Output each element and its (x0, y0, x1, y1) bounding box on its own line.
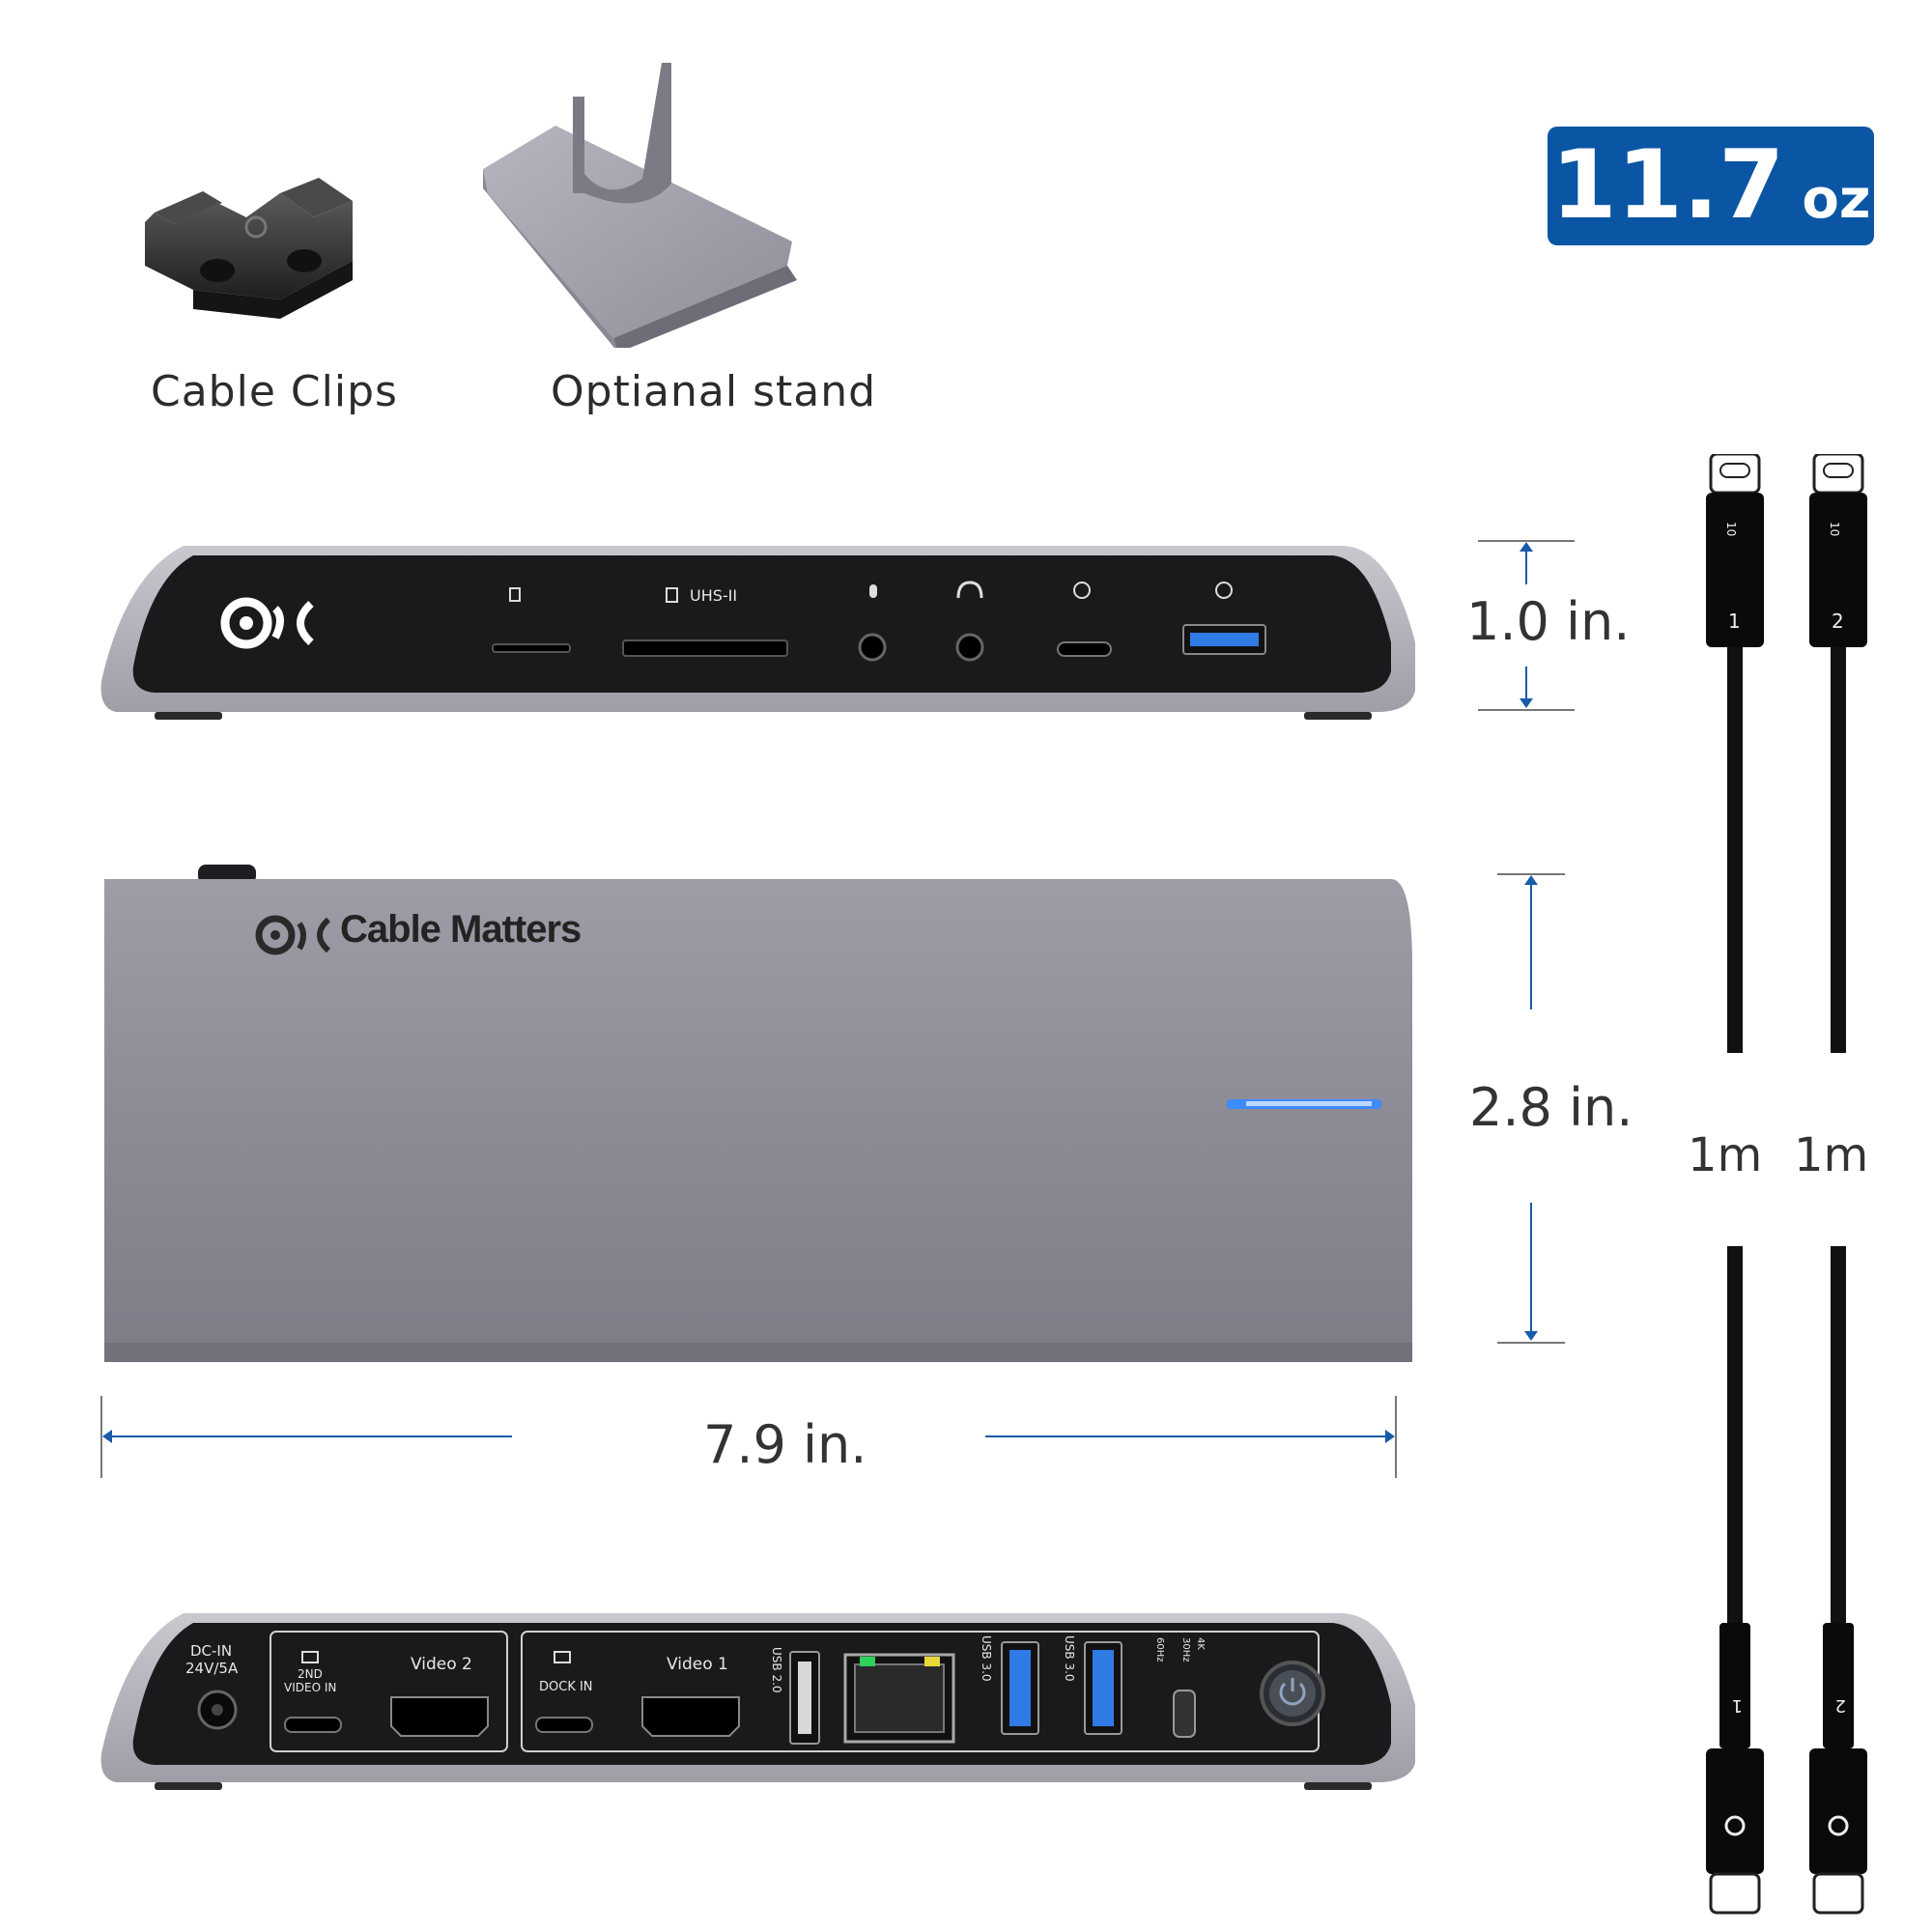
cables-top: 10 1 10 2 (1706, 454, 1867, 1053)
weight-unit: oz (1802, 168, 1871, 231)
usbc-plug-1-top (1709, 454, 1761, 495)
depth-label: 2.8 in. (1469, 1077, 1634, 1138)
dock-front-view: UHS-II (100, 546, 1416, 720)
microphone-icon (869, 584, 877, 598)
dock-rear-view: DC-IN 24V/5A 2ND VIDEO IN Video 2 DOCK I… (100, 1613, 1416, 1790)
cable-2-head (1809, 493, 1867, 647)
cable-2-speed: 10 (1828, 522, 1841, 536)
weight-badge: 11.7 oz (1548, 127, 1874, 245)
width-label: 7.9 in. (703, 1414, 867, 1475)
microsd-icon (509, 587, 521, 602)
brand-logo-icon (255, 915, 296, 955)
thunderbolt-icon (1073, 582, 1091, 599)
sd-slot (622, 639, 788, 657)
usbc-dock-in-port (535, 1717, 593, 1733)
cable-1-head (1706, 493, 1764, 647)
cable-2-number-top: 2 (1832, 610, 1844, 633)
cable-clip-image (145, 178, 353, 319)
usb20-label: USB 2.0 (770, 1647, 783, 1693)
power-icon (1279, 1682, 1306, 1706)
width-dimension-arrows (100, 1396, 1397, 1478)
height-dimension-arrows (1478, 540, 1575, 711)
second-label-2: VIDEO IN (284, 1681, 336, 1694)
dc-rating-label: 24V/5A (185, 1660, 239, 1677)
video2-label: Video 2 (411, 1655, 472, 1674)
hz-30-label: 30Hz (1180, 1637, 1191, 1662)
cables-bottom: 1 2 (1706, 1246, 1867, 1915)
dc-in-label: DC-IN (190, 1642, 232, 1660)
brand-name: Cable Matters (340, 908, 582, 951)
cable-1-number-bottom: 1 (1732, 1695, 1743, 1716)
uhs-label: UHS-II (690, 586, 737, 605)
depth-dimension-arrows (1497, 873, 1565, 1344)
front-logo-icon (220, 597, 272, 649)
optional-stand-caption: Optianal stand (551, 367, 877, 416)
laptop-icon-1 (301, 1651, 319, 1663)
usbc-plug-2-top (1812, 454, 1864, 495)
hdmi-port-1 (641, 1696, 740, 1737)
cable-2-length: 1m (1794, 1128, 1869, 1182)
res-4k-label: 4K (1195, 1637, 1206, 1650)
headphone-jack (955, 633, 984, 662)
usbc-plug-2-bottom (1812, 1872, 1864, 1915)
headphone-icon (956, 581, 983, 599)
cable-2-strain-relief (1823, 1623, 1854, 1748)
cable-1-strain-relief (1719, 1623, 1750, 1748)
refresh-rate-switch (1173, 1690, 1196, 1738)
cable-1-logo-icon (1724, 1815, 1746, 1836)
cable-1-number-top: 1 (1728, 610, 1741, 633)
second-video-group (270, 1631, 508, 1752)
weight-value: 11.7 (1550, 130, 1785, 241)
sd-card-icon (666, 587, 678, 603)
usb30-label-a: USB 3.0 (980, 1635, 993, 1682)
charge-icon (1215, 582, 1233, 599)
usbc-port-2nd-video (284, 1717, 342, 1733)
cable-clips-caption: Cable Clips (151, 367, 398, 416)
cable-1-length: 1m (1688, 1128, 1763, 1182)
cable-1-speed: 10 (1724, 522, 1738, 536)
usb30-label-b: USB 3.0 (1063, 1635, 1076, 1682)
cable-2-number-bottom: 2 (1835, 1695, 1846, 1716)
mic-jack (858, 633, 887, 662)
usbc-plug-1-bottom (1709, 1872, 1761, 1915)
hz-60-label: 60Hz (1154, 1637, 1165, 1662)
hdmi-port-2 (390, 1696, 489, 1737)
cable-1-plug-body (1706, 1748, 1764, 1874)
dock-top-view (104, 865, 1412, 1362)
stand-image (483, 63, 797, 348)
video1-label: Video 1 (667, 1655, 728, 1674)
cable-2-logo-icon (1828, 1815, 1849, 1836)
second-label-1: 2ND (298, 1667, 323, 1681)
laptop-icon-2 (554, 1651, 571, 1663)
front-usbc-port (1057, 641, 1112, 657)
dock-in-label: DOCK IN (539, 1680, 593, 1694)
height-label: 1.0 in. (1466, 591, 1631, 652)
cable-2-plug-body (1809, 1748, 1867, 1874)
microsd-slot (492, 643, 571, 653)
